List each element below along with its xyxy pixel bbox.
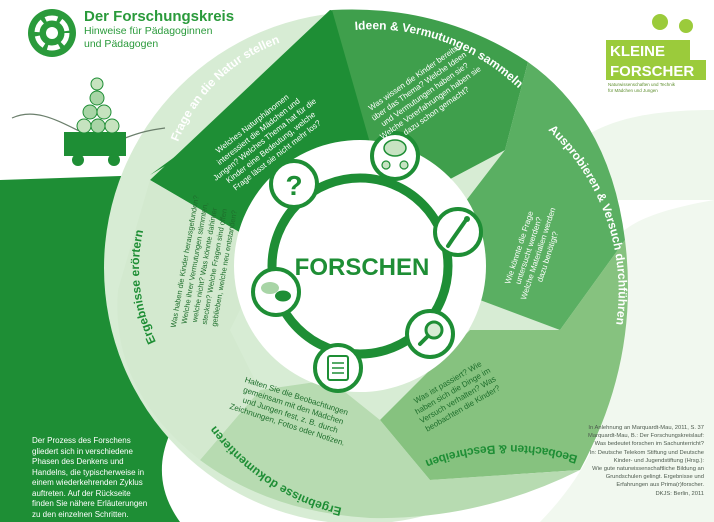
svg-text:für Mädchen und Jungen: für Mädchen und Jungen [608, 88, 658, 93]
segment-ausprobieren [455, 62, 625, 330]
segment-beobachten [380, 240, 628, 480]
background-right-lower [540, 200, 714, 522]
kleine-forscher-logo: KLEINE FORSCHER Naturwissenschaften und … [606, 14, 706, 93]
segment-text-eroertern: Was haben die Kinder herausgefunden? Wel… [169, 195, 239, 329]
page-title: Der Forschungskreis [84, 8, 235, 25]
header: Der Forschungskreis Hinweise für Pädagog… [84, 8, 234, 51]
svg-text:?: ? [285, 170, 302, 201]
segment-eroertern [117, 180, 270, 460]
svg-text:FORSCHER: FORSCHER [610, 63, 694, 80]
question-mark-icon: ? [269, 159, 319, 209]
page-subtitle-line1: Hinweise für Pädagoginnen [84, 25, 213, 37]
page-subtitle-line2: und Pädagogen [84, 38, 159, 50]
speech-bubbles-icon [251, 267, 301, 317]
intro-text: Der Prozess des Forschens gliedert sich … [32, 436, 148, 519]
thought-bubble-icon [370, 131, 420, 181]
svg-text:KLEINE: KLEINE [610, 43, 665, 60]
center-label: FORSCHEN [295, 254, 430, 281]
segment-dokumentieren [200, 380, 580, 519]
wagon-illustration [11, 77, 166, 166]
header-emblem-icon [28, 9, 76, 57]
inner-ring [267, 173, 453, 359]
magnifier-icon [405, 309, 455, 359]
source-citation: In Anlehnung an Marquardt-Mau, 2011, S. … [588, 425, 704, 497]
svg-text:Naturwissenschaften und Techni: Naturwissenschaften und Technik [608, 82, 676, 87]
clipboard-icon [313, 343, 363, 393]
pipette-icon [433, 207, 483, 257]
